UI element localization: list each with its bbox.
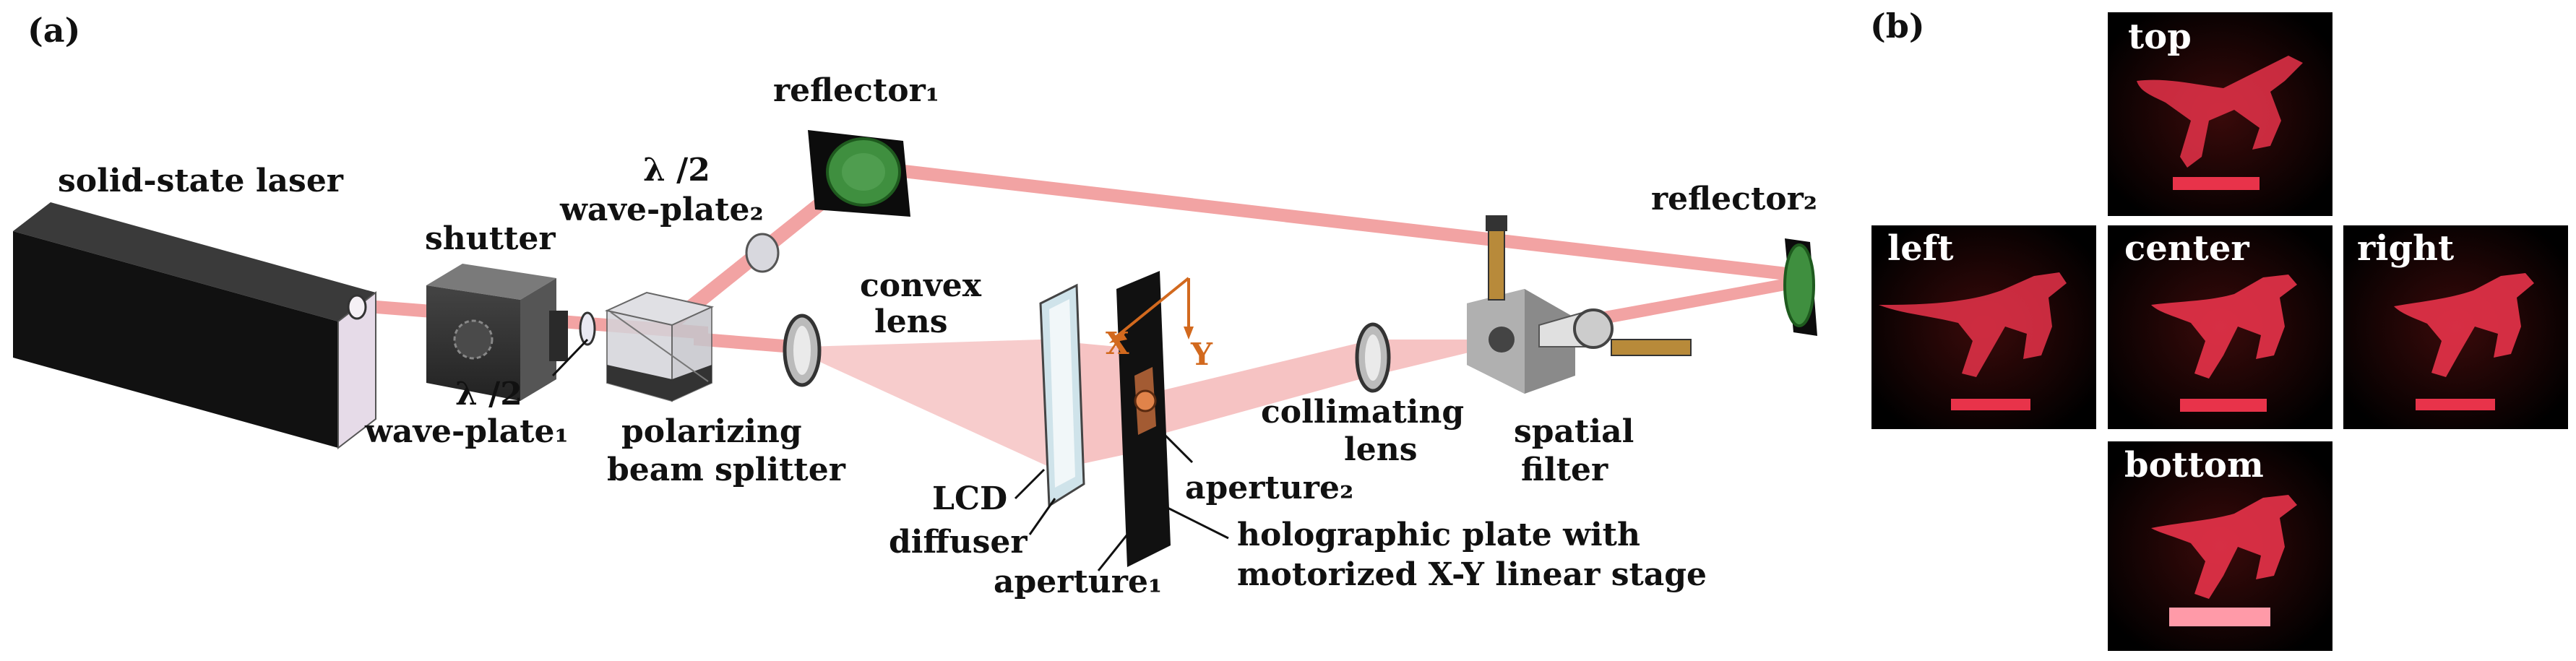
hologram-view-bottom <box>2108 441 2332 651</box>
label-wave-plate-1-bottom: wave-plate₁ <box>364 413 569 450</box>
xy-axes <box>1109 277 1194 343</box>
label-aperture-1: aperture₁ <box>994 563 1162 600</box>
beam-reflector1-to-reflector2 <box>866 160 1799 282</box>
label-laser: solid-state laser <box>58 163 344 199</box>
view-label-top: top <box>2128 17 2192 57</box>
pointer-wave-plate-1 <box>551 338 589 377</box>
panel-b-label: (b) <box>1870 7 1925 46</box>
half-wave-plate-1 <box>579 311 596 346</box>
beam-pbs-to-convex <box>694 332 802 354</box>
pointer-aperture-1 <box>1097 534 1129 571</box>
label-spatial-bottom: filter <box>1521 452 1608 488</box>
view-label-left: left <box>1887 228 1954 269</box>
lcd-diffuser <box>1039 283 1085 508</box>
label-wave-plate-2-bottom: wave-plate₂ <box>559 191 764 228</box>
view-label-bottom: bottom <box>2124 445 2264 485</box>
axis-y-label: Y <box>1190 337 1213 372</box>
label-collimating-bottom: lens <box>1344 431 1417 468</box>
label-convex-top: convex <box>860 267 982 304</box>
pointer-lcd <box>1014 468 1046 500</box>
pointer-aperture-2 <box>1155 425 1194 464</box>
hologram-view-center <box>2108 225 2332 429</box>
pointer-holo <box>1163 504 1229 540</box>
label-lcd: LCD <box>932 480 1007 517</box>
label-collimating-top: collimating <box>1261 394 1464 431</box>
label-holo-bottom: motorized X-Y linear stage <box>1237 556 1707 593</box>
label-holo-top: holographic plate with <box>1237 517 1640 553</box>
hologram-view-top <box>2108 12 2332 216</box>
hologram-view-left <box>1871 225 2096 429</box>
view-label-right: right <box>2357 228 2454 269</box>
shutter <box>426 264 568 401</box>
label-convex-bottom: lens <box>874 303 947 340</box>
hologram-view-right <box>2343 225 2568 429</box>
panel-a-label: (a) <box>27 11 80 50</box>
collimating-lens <box>1355 322 1391 393</box>
label-wave-plate-1-top: λ /2 <box>455 376 522 412</box>
label-diffuser: diffuser <box>889 524 1028 561</box>
holographic-plate <box>1116 271 1171 567</box>
label-pbs-bottom: beam splitter <box>607 452 846 488</box>
beam-convex-to-lcd <box>806 340 1055 470</box>
pointer-diffuser <box>1028 498 1056 535</box>
view-label-center: center <box>2124 228 2249 269</box>
polarizing-beam-splitter <box>604 291 715 402</box>
reflector-2 <box>1783 238 1817 336</box>
convex-lens <box>783 314 822 387</box>
label-shutter: shutter <box>425 220 556 257</box>
axis-x-label: X <box>1106 326 1129 361</box>
label-pbs-top: polarizing <box>621 413 802 450</box>
label-aperture-2: aperture₂ <box>1185 470 1353 506</box>
label-reflector-1: reflector₁ <box>773 72 939 109</box>
reflector-1 <box>808 130 910 217</box>
solid-state-laser <box>13 202 376 450</box>
label-reflector-2: reflector₂ <box>1651 181 1817 217</box>
label-spatial-top: spatial <box>1514 413 1634 450</box>
beam-filter-to-plate <box>1163 340 1478 433</box>
label-wave-plate-2-top: λ /2 <box>643 152 710 189</box>
half-wave-plate-2 <box>745 233 780 273</box>
spatial-filter <box>1467 215 1692 394</box>
